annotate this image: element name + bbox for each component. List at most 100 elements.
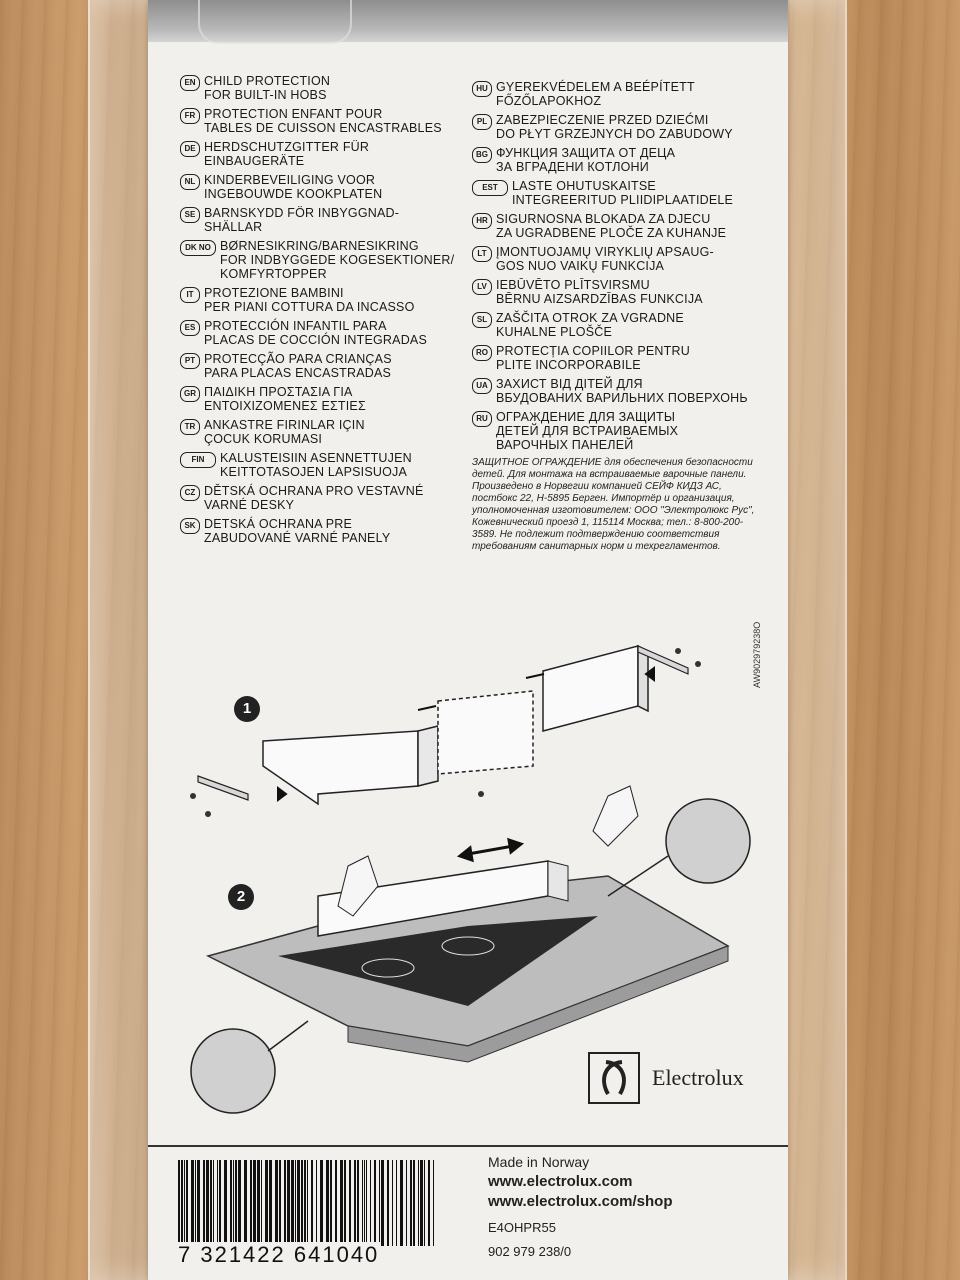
- part-number: 902 979 238/0: [488, 1244, 572, 1259]
- language-code-badge: HU: [472, 81, 492, 97]
- hand-left: [337, 855, 379, 917]
- barcode-digits: 7 321422 641040: [176, 1242, 382, 1268]
- entry-line: CHILD PROTECTION: [204, 74, 331, 88]
- barcode-bar: [235, 1160, 237, 1246]
- language-code-badge: TR: [180, 419, 200, 435]
- barcode-bar: [244, 1160, 247, 1246]
- language-code-badge: DK NO: [180, 240, 216, 256]
- brand-name: Electrolux: [652, 1065, 744, 1090]
- language-code-badge: SL: [472, 312, 492, 328]
- entry-line: INGEBOUWDE KOOKPLATEN: [204, 187, 383, 201]
- barcode-bar: [400, 1160, 403, 1246]
- language-code-badge: IT: [180, 287, 200, 303]
- barcode-bar: [340, 1160, 343, 1246]
- barcode: [178, 1160, 434, 1246]
- entry-line: ВАРОЧНЫХ ПАНЕЛЕЙ: [496, 438, 634, 452]
- barcode-bar: [224, 1160, 227, 1246]
- entry-line: DĚTSKÁ OCHRANA PRO VESTAVNÉ: [204, 484, 424, 498]
- barcode-bar: [233, 1160, 234, 1246]
- entry-line: ANKASTRE FIRINLAR IÇIN: [204, 418, 365, 432]
- language-code-badge: EN: [180, 75, 200, 91]
- hand-right: [592, 785, 639, 847]
- entry-line: VARNÉ DESKY: [204, 498, 295, 512]
- barcode-bar: [181, 1160, 183, 1246]
- barcode-bar: [374, 1160, 376, 1246]
- entry-line: PROTECÇÃO PARA CRIANÇAS: [204, 352, 392, 366]
- barcode-bar: [195, 1160, 196, 1246]
- language-code-badge: LT: [472, 246, 492, 262]
- website-link: www.electrolux.com: [488, 1173, 633, 1190]
- barcode-bar: [366, 1160, 367, 1246]
- barcode-bar: [287, 1160, 290, 1246]
- barcode-bar: [230, 1160, 232, 1246]
- barcode-bar: [219, 1160, 221, 1246]
- guard-panel-right: [542, 645, 639, 732]
- step-2-badge: 2: [228, 884, 254, 910]
- entry-line: PLITE INCORPORABILE: [496, 358, 641, 372]
- top-logo-outline: [198, 0, 352, 44]
- barcode-bar: [311, 1160, 313, 1246]
- entry-line: ДЕТЕЙ ДЛЯ ВСТРАИВАЕМЫХ: [496, 424, 679, 438]
- barcode-bar: [381, 1160, 384, 1246]
- entry-line: GYEREKVÉDELEM A BEÉPÍTETT: [496, 80, 695, 94]
- barcode-bar: [203, 1160, 205, 1246]
- language-code-badge: UA: [472, 378, 492, 394]
- entry-line: PROTEZIONE BAMBINI: [204, 286, 344, 300]
- entry-line: KEITTOTASOJEN LAPSISUOJA: [220, 465, 408, 479]
- entry-line: BØRNESIKRING/BARNESIKRING: [220, 239, 419, 253]
- entry-line: PROTECTION ENFANT POUR: [204, 107, 383, 121]
- language-code-badge: FR: [180, 108, 200, 124]
- barcode-bar: [197, 1160, 200, 1246]
- entry-line: KOMFYRTOPPER: [220, 267, 327, 281]
- entry-line: PROTECCIÓN INFANTIL PARA: [204, 319, 387, 333]
- entry-line: FOR INDBYGGEDE KOGESEKTIONER/: [220, 253, 455, 267]
- language-code-badge: SE: [180, 207, 200, 223]
- entry-line: ZA UGRADBENE PLOČE ZA KUHANJE: [496, 226, 727, 240]
- barcode-bar: [406, 1160, 407, 1246]
- barcode-bar: [370, 1160, 371, 1246]
- language-entry-text: ĮMONTUOJAMŲ VIRYKLIŲ APSAUG-GOS NUO VAIK…: [496, 245, 714, 273]
- barcode-bar: [349, 1160, 351, 1246]
- entry-line: ΕΝΤΟΙΧΙΖΟΜΕΝΕΣ ΕΣΤΙΕΣ: [204, 399, 366, 413]
- barcode-bar: [335, 1160, 337, 1246]
- entry-line: ÇOCUK KORUMASI: [204, 432, 323, 446]
- entry-line: HERDSCHUTZGITTER FÜR: [204, 140, 370, 154]
- language-code-badge: DE: [180, 141, 200, 157]
- barcode-bar: [275, 1160, 278, 1246]
- barcode-bar: [418, 1160, 419, 1246]
- entry-line: KUHALNE PLOŠČE: [496, 325, 613, 339]
- entry-line: ΠΑΙΔΙΚΗ ΠΡΟΣΤΑΣΙΑ ΓΙΑ: [204, 385, 353, 399]
- barcode-bar: [364, 1160, 365, 1246]
- made-in: Made in Norway: [488, 1154, 590, 1170]
- entry-line: PLACAS DE COCCIÓN INTEGRADAS: [204, 333, 428, 347]
- barcode-bar: [413, 1160, 415, 1246]
- entry-line: TABLES DE CUISSON ENCASTRABLES: [204, 121, 442, 135]
- entry-line: KALUSTEISIIN ASENNETTUJEN: [220, 451, 412, 465]
- barcode-bar: [250, 1160, 252, 1246]
- guard-panel-middle: [437, 690, 534, 775]
- entry-line: PARA PLACAS ENCASTRADAS: [204, 366, 392, 380]
- entry-line: ZAŠČITA OTROK ZA VGRADNE: [496, 311, 684, 325]
- detail-circle-right: [665, 798, 751, 884]
- barcode-bar: [178, 1160, 180, 1246]
